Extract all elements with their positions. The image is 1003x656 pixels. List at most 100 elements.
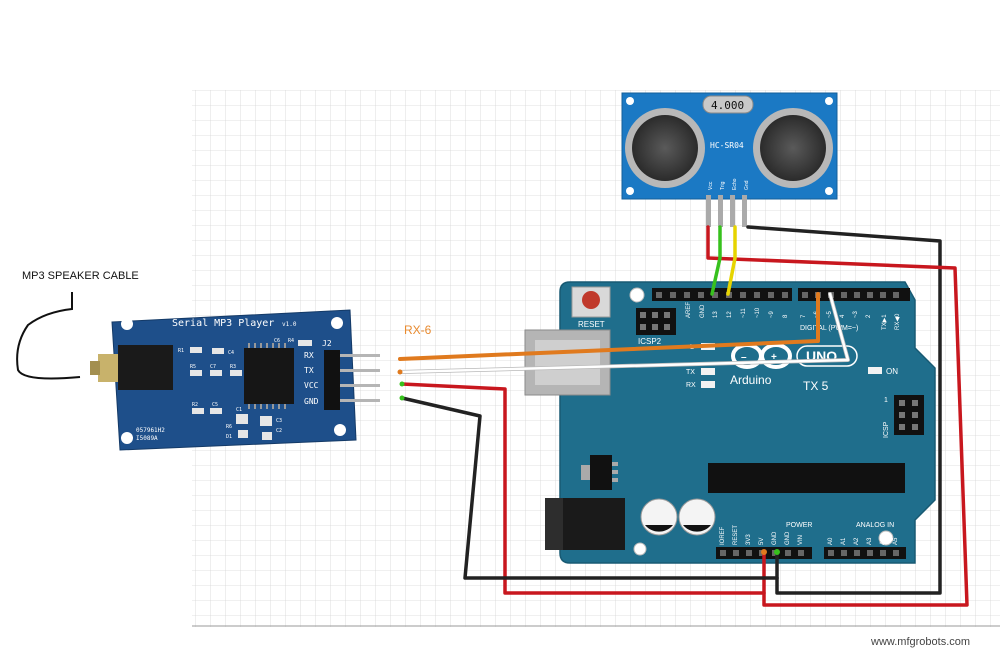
a2-pin-label: A2 [854, 537, 860, 545]
a0-pin-label: A0 [828, 537, 834, 545]
icsp-pin-1-label: 1 [884, 397, 888, 404]
pin-13-label: 13 [713, 311, 719, 318]
pin-7-label: 7 [801, 314, 807, 318]
pin-10-label: ~10 [755, 307, 761, 318]
pin-4-label: 4 [840, 314, 846, 318]
serial-mp3-module: Serial MP3 Player v1.0 J2 RX TX VCC GND … [90, 309, 380, 451]
mp3-pin-rx-label: RX [304, 351, 314, 360]
mp3-code-2: I5089A [136, 435, 158, 442]
mp3-pin-vcc-label: VCC [304, 381, 319, 390]
a5-pin-label: A5 [893, 537, 899, 545]
led-tx-label: TX [686, 369, 695, 376]
svg-text:+: + [771, 352, 777, 363]
watermark: www.mfgrobots.com [870, 636, 970, 648]
icsp-header [894, 395, 924, 435]
wire-mp3-rx-orange [398, 292, 820, 361]
sensor-crystal [702, 95, 754, 114]
pin-9-label: ~9 [769, 310, 775, 318]
tx1-pin-label: TX▶1 [882, 314, 888, 330]
component-c4: C4 [228, 350, 234, 356]
led-on [868, 367, 882, 374]
reset-label: RESET [578, 320, 605, 329]
gnd-pin-1-label: GND [772, 531, 778, 545]
mp3-version: v1.0 [282, 321, 297, 328]
led-rx-label: RX [686, 382, 696, 389]
mp3-code-1: 057961H2 [136, 427, 165, 434]
component-r2: R2 [192, 402, 198, 408]
gnd-pin-label: GND [700, 304, 706, 318]
mp3-pin-gnd-label: GND [304, 397, 319, 406]
sensor-pin-gnd-label: Gnd [744, 180, 750, 190]
pin-11-label: ~11 [741, 308, 747, 318]
mp3-pin-tx-label: TX [304, 366, 314, 375]
sensor-pin-vcc-label: Vcc [708, 181, 714, 190]
rx0-pin-label: RX◀0 [895, 313, 901, 330]
hc-sr04-sensor: 4.000 HC-SR04 Vcc Trig Echo Gnd [621, 92, 838, 227]
speaker-cable-line [16, 292, 81, 380]
wire-mp3-gnd-black [400, 396, 779, 580]
svg-text:–: – [741, 352, 747, 363]
mp3-title: Serial MP3 Player [172, 318, 274, 329]
component-r4: R4 [288, 338, 294, 344]
power-label: POWER [786, 522, 812, 529]
led-tx [701, 368, 715, 375]
aref-pin-label: AREF [686, 302, 692, 318]
audio-jack [118, 345, 173, 390]
sensor-crystal-label: 4.000 [711, 99, 744, 112]
pin-5-label: ~5 [827, 310, 833, 318]
a1-pin-label: A1 [841, 537, 847, 545]
rx-wire-label: RX-6 [404, 323, 432, 337]
pin-12-label: 12 [727, 311, 733, 318]
digital-pwm-label: DIGITAL (PWM=~) [800, 325, 858, 332]
gnd-pin-2-label: GND [785, 531, 791, 545]
reset-pin-label: RESET [733, 525, 739, 545]
component-c1: C1 [236, 407, 242, 413]
component-r6: R6 [226, 424, 232, 430]
pin-3-label: ~3 [853, 310, 859, 318]
pin-8-label: 8 [783, 314, 789, 318]
ioref-pin-label: IOREF [720, 526, 726, 545]
wire-sensor-trig-green [710, 225, 722, 296]
on-label: ON [886, 367, 898, 376]
pin-2-label: 2 [866, 314, 872, 318]
a4-pin-label: A4 [880, 537, 886, 545]
component-c7: C7 [210, 364, 216, 370]
wire-endpoints [397, 369, 780, 555]
voltage-regulator [590, 455, 612, 490]
3v3-pin-label: 3V3 [746, 534, 752, 545]
arduino-uno-board: RESET ICSP2 AREF GND 13 12 ~11 ~10 ~9 8 … [524, 281, 936, 564]
capacitor-1 [640, 498, 678, 536]
mp3-pin-header [324, 350, 340, 410]
component-d1: D1 [226, 434, 232, 440]
analog-in-label: ANALOG IN [856, 522, 894, 529]
arduino-brand: Arduino [730, 373, 772, 387]
component-r5: R5 [190, 364, 196, 370]
wire-sensor-echo-yellow [726, 225, 737, 296]
component-c2: C2 [276, 428, 282, 434]
component-c3: C3 [276, 418, 282, 424]
a3-pin-label: A3 [867, 537, 873, 545]
atmega-chip [708, 463, 905, 493]
header-j2-label: J2 [322, 339, 332, 348]
component-r3: R3 [230, 364, 236, 370]
speaker-cable-label: MP3 SPEAKER CABLE [22, 270, 139, 282]
wire-mp3-tx-white [398, 292, 850, 374]
wires [398, 225, 969, 607]
icsp2-label: ICSP2 [638, 337, 662, 346]
icsp-label: ICSP [883, 421, 890, 438]
tx-wire-label: TX 5 [803, 379, 829, 393]
5v-pin-label: 5V [759, 538, 765, 545]
wire-sensor-vcc-red [706, 225, 969, 607]
wire-mp3-vcc-red [400, 382, 766, 595]
sensor-pin-trig-label: Trig [720, 181, 726, 190]
sensor-model-label: HC-SR04 [710, 141, 744, 150]
vin-pin-label: VIN [798, 535, 804, 545]
sensor-pin-echo-label: Echo [732, 178, 738, 190]
component-c6: C6 [274, 338, 280, 344]
component-r1: R1 [178, 348, 184, 354]
component-c5: C5 [212, 402, 218, 408]
mp3-decoder-chip [244, 348, 294, 404]
led-rx [701, 381, 715, 388]
